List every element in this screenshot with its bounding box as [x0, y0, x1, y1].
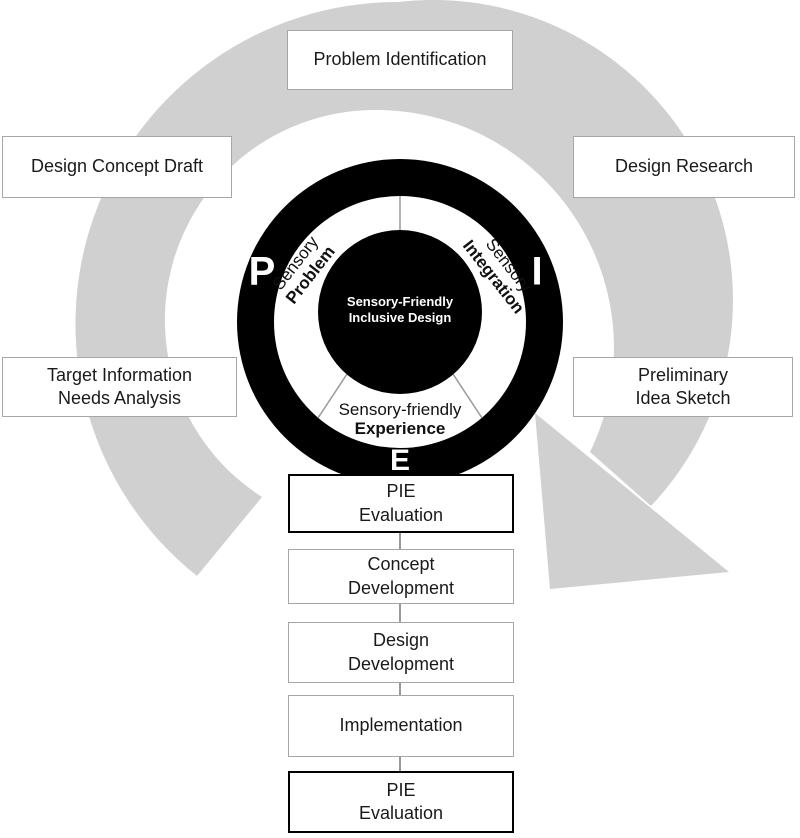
- box-pie-evaluation-top: PIE Evaluation: [288, 474, 514, 533]
- box-preliminary-line1: Preliminary: [637, 364, 729, 385]
- box-pie-evaluation-bottom-line1: PIE: [386, 779, 416, 800]
- box-design-concept-draft: Design Concept Draft: [2, 136, 232, 198]
- box-pie-evaluation-top-line2: Evaluation: [358, 504, 444, 525]
- cycle-arrow-head: [535, 413, 729, 589]
- ring-letter-p: P: [248, 249, 276, 294]
- box-preliminary-idea-sketch: Preliminary Idea Sketch: [573, 357, 793, 417]
- box-design-concept-draft-label: Design Concept Draft: [30, 156, 204, 177]
- cycle-arrow-band: [75, 0, 733, 576]
- sector-label-sensory-experience: Sensory-friendly Experience: [339, 400, 462, 438]
- box-concept-development: Concept Development: [288, 549, 514, 604]
- box-target-information-line2: Needs Analysis: [57, 388, 182, 408]
- box-target-information-needs-analysis: Target Information Needs Analysis: [2, 357, 237, 417]
- pie-center-circle: [318, 230, 482, 394]
- box-concept-development-line1: Concept: [367, 554, 435, 575]
- box-design-research: Design Research: [573, 136, 795, 198]
- box-design-development-line1: Design: [372, 630, 430, 651]
- sector-experience-line1: Sensory-friendly: [338, 399, 462, 419]
- ring-letter-i: I: [531, 249, 543, 294]
- center-label-line2: Inclusive Design: [348, 310, 452, 325]
- sector-dividers: [317, 196, 483, 419]
- box-implementation: Implementation: [288, 695, 514, 757]
- center-label-line1: Sensory-Friendly: [346, 293, 454, 309]
- box-preliminary-line2: Idea Sketch: [635, 388, 731, 408]
- box-target-information-line1: Target Information: [46, 364, 193, 385]
- box-problem-identification: Problem Identification: [287, 30, 513, 90]
- box-pie-evaluation-top-line1: PIE: [386, 481, 416, 502]
- box-concept-development-line2: Development: [347, 577, 455, 598]
- box-design-development-line2: Development: [347, 653, 455, 674]
- box-design-research-label: Design Research: [614, 156, 754, 177]
- center-label: Sensory-Friendly Inclusive Design: [347, 294, 453, 327]
- box-pie-evaluation-bottom-line2: Evaluation: [358, 803, 444, 823]
- box-design-development: Design Development: [288, 622, 514, 683]
- box-problem-identification-label: Problem Identification: [313, 49, 487, 70]
- sector-experience-line2: Experience: [354, 419, 446, 438]
- ring-letter-e: E: [389, 444, 411, 477]
- box-pie-evaluation-bottom: PIE Evaluation: [288, 771, 514, 833]
- box-implementation-label: Implementation: [339, 715, 463, 736]
